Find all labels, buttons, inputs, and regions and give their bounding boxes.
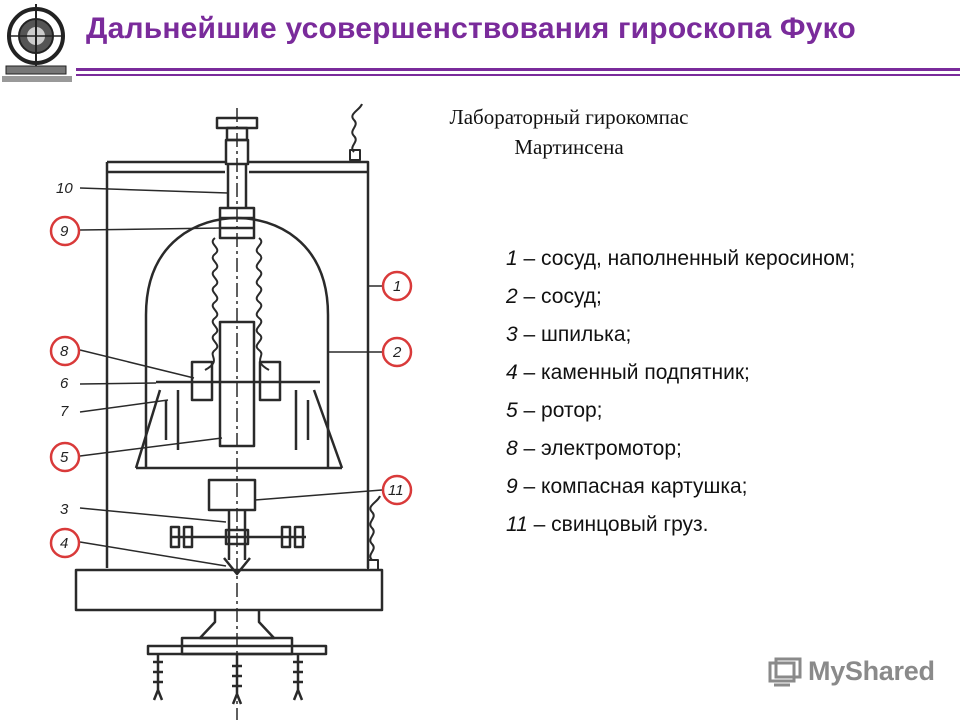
watermark: MyShared bbox=[768, 656, 935, 687]
callout-circle-2 bbox=[381, 336, 413, 368]
legend-item: 9 – компасная картушка; bbox=[506, 475, 748, 498]
diagram-label-1: 1 bbox=[393, 278, 401, 295]
watermark-text: MyShared bbox=[808, 656, 935, 686]
callout-circle-9 bbox=[49, 215, 81, 247]
callout-circle-8 bbox=[49, 335, 81, 367]
myshared-logo-icon bbox=[768, 657, 802, 686]
diagram-label-6: 6 bbox=[60, 375, 69, 392]
diagram-label-9: 9 bbox=[60, 223, 69, 240]
legend-item: 11 – свинцовый груз. bbox=[506, 513, 709, 536]
callout-circle-11 bbox=[381, 474, 413, 506]
legend-item: 8 – электромотор; bbox=[506, 437, 682, 460]
legend-item: 1 – сосуд, наполненный керосином; bbox=[506, 247, 856, 270]
callout-circle-5 bbox=[49, 441, 81, 473]
title-divider bbox=[76, 68, 960, 78]
leader-lines bbox=[79, 187, 383, 567]
callout-circle-4 bbox=[49, 527, 81, 559]
diagram-label-11: 11 bbox=[388, 482, 404, 499]
diagram-label-8: 8 bbox=[60, 343, 69, 360]
gyroscope-logo-icon bbox=[2, 0, 72, 86]
parts-legend: 1 – сосуд, наполненный керосином; 2 – со… bbox=[506, 244, 855, 548]
diagram-caption: Лабораторный гирокомпас Мартинсена bbox=[404, 102, 734, 162]
page-title: Дальнейшие усовершенствования гироскопа … bbox=[86, 12, 856, 45]
caption-line-1: Лабораторный гирокомпас bbox=[449, 105, 689, 129]
diagram-label-2: 2 bbox=[392, 344, 402, 361]
diagram-label-3: 3 bbox=[60, 501, 69, 518]
gyrocompass-diagram: 10 9 8 6 7 5 3 4 1 2 11 bbox=[49, 103, 413, 720]
legend-item: 2 – сосуд; bbox=[506, 285, 602, 308]
callout-circle-1 bbox=[381, 270, 413, 302]
legend-item: 5 – ротор; bbox=[506, 399, 603, 422]
diagram-label-5: 5 bbox=[60, 449, 69, 466]
legend-item: 3 – шпилька; bbox=[506, 323, 632, 346]
diagram-label-10: 10 bbox=[56, 180, 73, 197]
caption-line-2: Мартинсена bbox=[514, 135, 624, 159]
lead-weight bbox=[207, 478, 257, 512]
base-plate bbox=[74, 568, 384, 612]
diagram-label-4: 4 bbox=[60, 535, 68, 552]
legend-item: 4 – каменный подпятник; bbox=[506, 361, 750, 384]
diagram-label-7: 7 bbox=[60, 403, 69, 420]
callout-circles bbox=[49, 215, 413, 559]
